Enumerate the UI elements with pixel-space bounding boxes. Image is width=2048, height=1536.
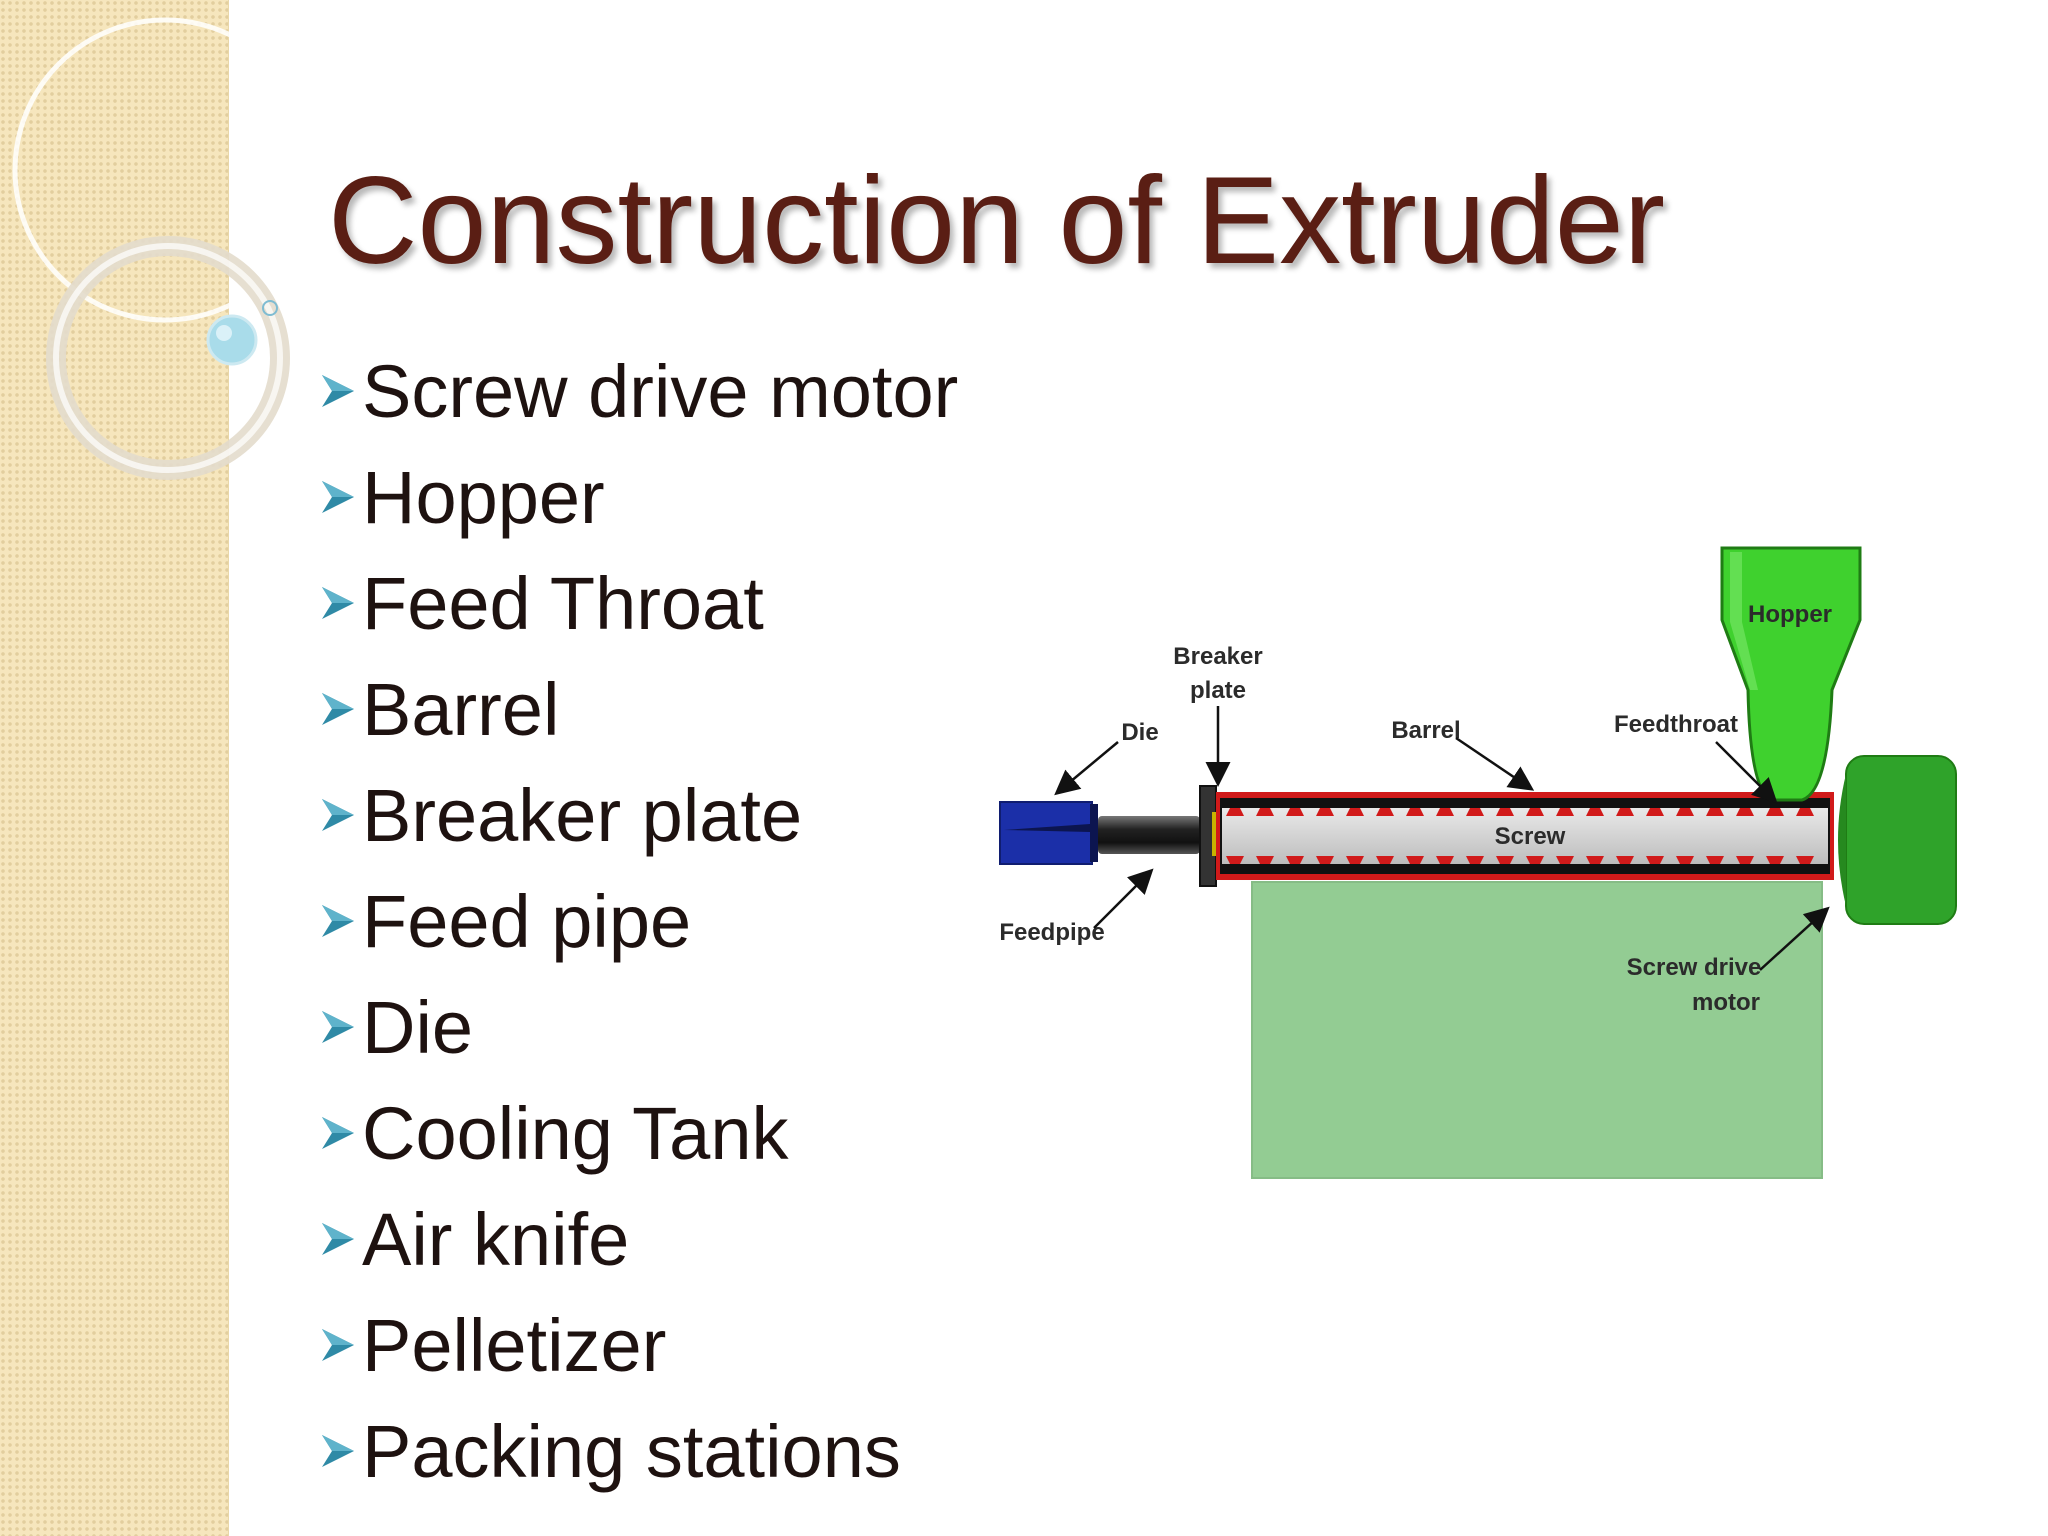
list-item-text: Feed Throat [362,561,764,645]
list-item: Screw drive motor [318,338,958,444]
arrowhead-bullet-icon [322,587,354,619]
label-screw-drive-motor-line1: Screw drive [1627,954,1762,981]
list-item-text: Hopper [362,455,605,539]
list-item-text: Cooling Tank [362,1091,789,1175]
feed-pipe [1098,816,1200,854]
list-item-text: Packing stations [362,1409,901,1493]
arrowhead-bullet-icon [322,1223,354,1255]
die-block [999,801,1093,865]
arrowhead-bullet-icon [322,799,354,831]
label-breaker-plate-line1: Breaker [1173,643,1262,670]
arrowhead-bullet-icon [322,1011,354,1043]
arrow-screw-drive-motor [1759,906,1830,971]
component-list: Screw drive motor Hopper Feed Throat Bar… [318,338,958,1504]
list-item: Packing stations [318,1398,958,1504]
screw [1222,808,1828,864]
arrow-feedthroat [1715,741,1778,804]
list-item-text: Air knife [362,1197,630,1281]
list-item: Barrel [318,656,958,762]
list-item: Cooling Tank [318,1080,958,1186]
label-screw: Screw [1495,823,1566,850]
hopper [1720,546,1862,802]
list-item: Hopper [318,444,958,550]
arrow-die [1054,741,1119,796]
label-breaker-plate-line2: plate [1190,677,1246,704]
screw-drive-motor [1845,755,1957,925]
arrow-feedpipe [1093,868,1154,929]
list-item: Feed pipe [318,868,958,974]
arrowhead-bullet-icon [322,693,354,725]
list-item: Breaker plate [318,762,958,868]
arrowhead-bullet-icon [322,1117,354,1149]
list-item-text: Die [362,985,474,1069]
list-item: Die [318,974,958,1080]
label-die: Die [1121,719,1158,746]
list-item-text: Pelletizer [362,1303,667,1387]
slide-title: Construction of Extruder [328,152,1666,290]
arrowhead-bullet-icon [322,375,354,407]
label-hopper: Hopper [1748,601,1832,628]
list-item-text: Screw drive motor [362,349,959,433]
arrowhead-bullet-icon [322,1435,354,1467]
label-feedthroat: Feedthroat [1614,711,1738,738]
arrowhead-bullet-icon [322,1329,354,1361]
arrowhead-bullet-icon [322,905,354,937]
decorative-circles [12,17,318,480]
arrowhead-bullet-icon [322,481,354,513]
list-item-text: Feed pipe [362,879,692,963]
list-item: Feed Throat [318,550,958,656]
label-feedpipe: Feedpipe [999,919,1104,946]
list-item-text: Barrel [362,667,560,751]
extruder-diagram: Hopper Breaker plate Die Barrel Feedthro… [999,546,1957,1179]
label-screw-drive-motor-line2: motor [1692,989,1760,1016]
list-item-text: Breaker plate [362,773,803,857]
die-flange [1090,804,1098,862]
list-item: Pelletizer [318,1292,958,1398]
label-barrel: Barrel [1391,717,1460,744]
arrow-barrel [1455,736,1535,791]
cooling-tank [1251,881,1823,1179]
list-item: Air knife [318,1186,958,1292]
